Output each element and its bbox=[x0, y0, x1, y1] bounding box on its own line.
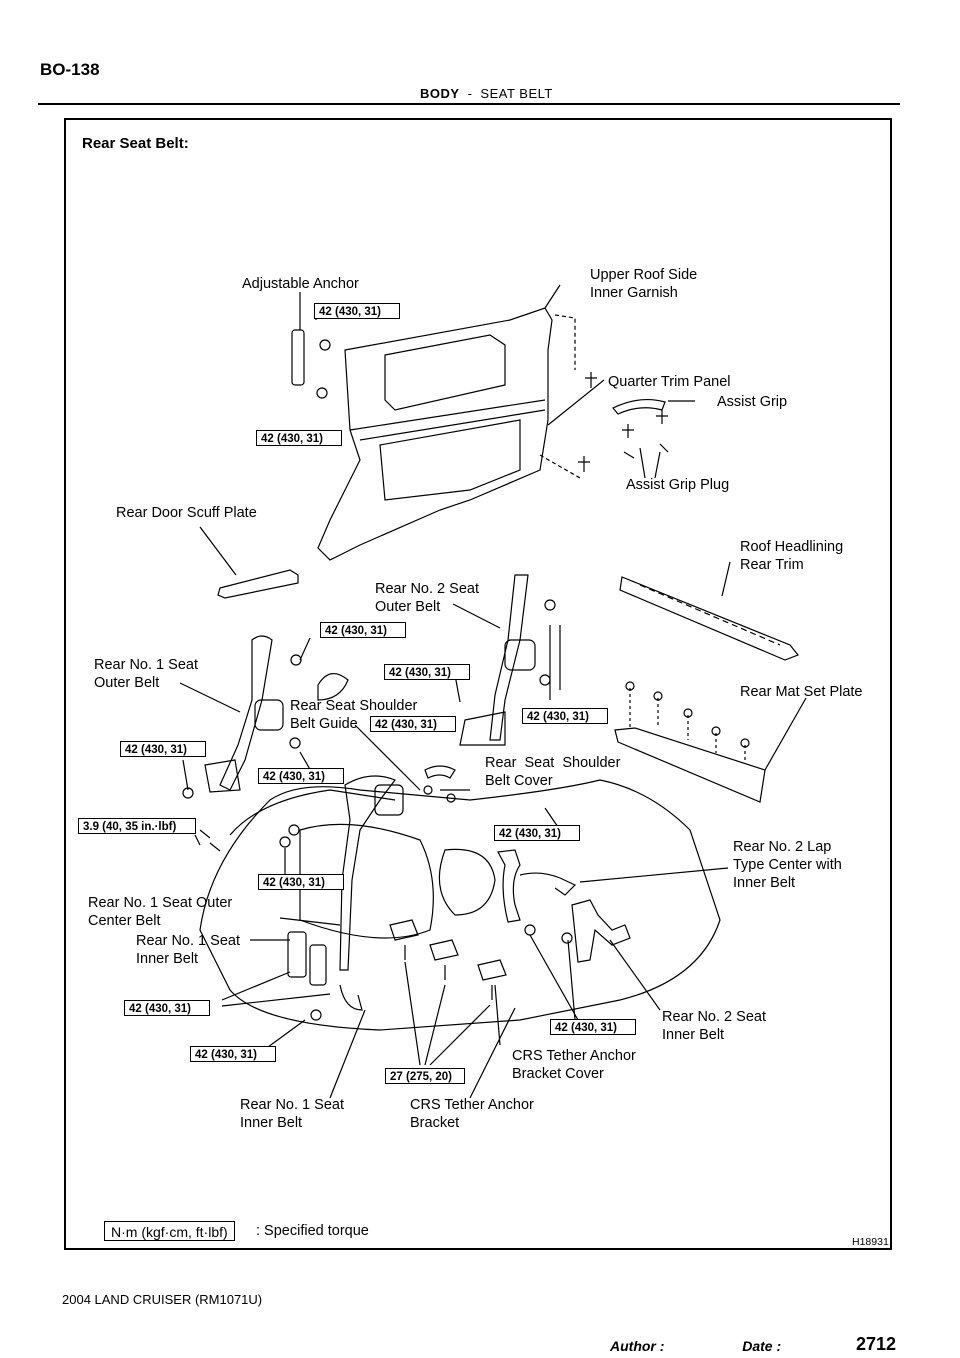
crs-tether-anchor-bracket-drawing bbox=[389, 919, 507, 981]
torque-spec-box: 42 (430, 31) bbox=[320, 622, 406, 638]
header-rule bbox=[38, 103, 900, 105]
rear-no1-inner-belt-drawing bbox=[287, 931, 307, 978]
rear-no1-outer-belt-drawing bbox=[219, 635, 273, 791]
label-crs-tether-anchor-bracket-cover: CRS Tether Anchor Bracket Cover bbox=[512, 1048, 636, 1082]
rear-no2-lap-belt-drawing bbox=[497, 849, 521, 923]
roof-headlining-rear-trim-drawing bbox=[619, 576, 799, 661]
label-rear-no1-seat-outer-belt: Rear No. 1 Seat Outer Belt bbox=[94, 657, 198, 691]
label-rear-no1-seat-outer-center-belt: Rear No. 1 Seat Outer Center Belt bbox=[88, 895, 233, 929]
label-upper-roof-side-inner-garnish: Upper Roof Side Inner Garnish bbox=[590, 267, 698, 301]
page-code: BO-138 bbox=[40, 60, 100, 79]
torque-legend-text: : Specified torque bbox=[256, 1223, 369, 1239]
label-roof-headlining-rear-trim: Roof Headlining Rear Trim bbox=[740, 539, 844, 573]
section-heading: BODY-SEAT BELT bbox=[420, 86, 553, 101]
torque-spec-box: 42 (430, 31) bbox=[550, 1019, 636, 1035]
torque-spec-box: 42 (430, 31) bbox=[494, 825, 580, 841]
label-rear-no2-seat-outer-belt: Rear No. 2 Seat Outer Belt bbox=[375, 581, 479, 615]
shoulder-belt-guide-drawing bbox=[317, 673, 349, 701]
subsection-name: SEAT BELT bbox=[480, 86, 553, 101]
figure-id: H18931 bbox=[852, 1236, 889, 1248]
rear-no1-outer-center-belt-drawing bbox=[339, 775, 396, 971]
torque-spec-box: 42 (430, 31) bbox=[124, 1000, 210, 1016]
label-rear-no2-seat-inner-belt: Rear No. 2 Seat Inner Belt bbox=[662, 1009, 766, 1043]
torque-spec-box: 42 (430, 31) bbox=[190, 1046, 276, 1062]
torque-spec-box: 42 (430, 31) bbox=[256, 430, 342, 446]
label-rear-no2-lap-type-center: Rear No. 2 Lap Type Center with Inner Be… bbox=[733, 839, 842, 891]
torque-spec-box: 42 (430, 31) bbox=[384, 664, 470, 680]
torque-spec-box: 42 (430, 31) bbox=[522, 708, 608, 724]
adjustable-anchor-drawing bbox=[291, 329, 305, 386]
rear-no2-inner-belt-drawing bbox=[571, 899, 631, 963]
label-rear-no1-seat-inner-belt-lower: Rear No. 1 Seat Inner Belt bbox=[240, 1097, 344, 1131]
torque-spec-box: 42 (430, 31) bbox=[258, 768, 344, 784]
label-rear-no1-seat-inner-belt-upper: Rear No. 1 Seat Inner Belt bbox=[136, 933, 240, 967]
label-adjustable-anchor: Adjustable Anchor bbox=[242, 276, 359, 292]
label-rear-seat-shoulder-belt-cover: Rear Seat Shoulder Belt Cover bbox=[485, 755, 621, 789]
rear-door-scuff-plate-drawing bbox=[217, 569, 299, 599]
assist-grip-drawing bbox=[612, 398, 666, 415]
page-number: 2712 bbox=[856, 1334, 897, 1354]
rear-seat-outline bbox=[199, 779, 721, 1031]
label-crs-tether-anchor-bracket: CRS Tether Anchor Bracket bbox=[410, 1097, 534, 1131]
quarter-trim-panel-drawing bbox=[317, 307, 553, 561]
label-assist-grip: Assist Grip bbox=[717, 394, 788, 410]
torque-unit-legend-box: N·m (kgf·cm, ft·lbf) bbox=[104, 1221, 235, 1241]
rear-mat-set-plate-drawing bbox=[614, 727, 766, 803]
section-name: BODY bbox=[420, 86, 460, 101]
label-rear-mat-set-plate: Rear Mat Set Plate bbox=[740, 684, 863, 700]
torque-spec-box: 42 (430, 31) bbox=[258, 874, 344, 890]
label-quarter-trim-panel: Quarter Trim Panel bbox=[608, 374, 731, 390]
section-separator: - bbox=[467, 86, 473, 101]
torque-spec-box: 3.9 (40, 35 in.·lbf) bbox=[78, 818, 196, 834]
torque-spec-box: 27 (275, 20) bbox=[385, 1068, 465, 1084]
torque-spec-box: 42 (430, 31) bbox=[370, 716, 456, 732]
diagram-frame bbox=[64, 118, 892, 1250]
torque-spec-box: 42 (430, 31) bbox=[314, 303, 400, 319]
footer-author-date: Author : Date : bbox=[610, 1338, 782, 1354]
label-assist-grip-plug: Assist Grip Plug bbox=[626, 477, 730, 493]
diagram-title: Rear Seat Belt: bbox=[82, 135, 189, 152]
footer-model: 2004 LAND CRUISER (RM1071U) bbox=[62, 1292, 263, 1307]
torque-spec-box: 42 (430, 31) bbox=[120, 741, 206, 757]
label-rear-seat-shoulder-belt-guide: Rear Seat Shoulder Belt Guide bbox=[290, 698, 418, 732]
quarter-trim-lower-pocket bbox=[379, 419, 521, 501]
rear-no2-outer-belt-drawing bbox=[489, 574, 529, 741]
quarter-trim-window bbox=[384, 334, 506, 411]
label-rear-door-scuff-plate: Rear Door Scuff Plate bbox=[116, 505, 257, 521]
